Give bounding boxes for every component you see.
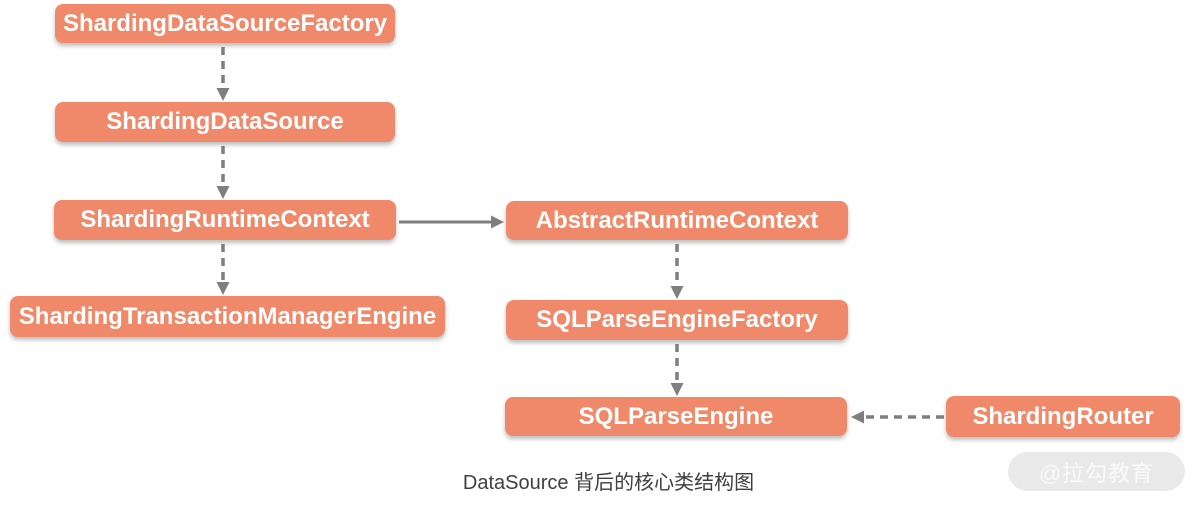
node-label: AbstractRuntimeContext bbox=[535, 206, 819, 234]
node-sharding-transaction-manager-engine: ShardingTransactionManagerEngine bbox=[10, 296, 445, 337]
node-label: ShardingRuntimeContext bbox=[80, 206, 370, 233]
node-label: ShardingDataSource bbox=[106, 108, 344, 135]
edge-runtime-context-to-transaction-engine bbox=[216, 244, 230, 295]
node-label: ShardingRouter bbox=[972, 402, 1154, 430]
watermark-text: @拉勾教育 bbox=[1038, 460, 1155, 486]
arrowhead-down-icon bbox=[670, 383, 684, 396]
edge-factory-to-datasource bbox=[216, 47, 230, 101]
node-abstract-runtime-context: AbstractRuntimeContext bbox=[506, 201, 848, 240]
node-sharding-runtime-context: ShardingRuntimeContext bbox=[54, 200, 396, 240]
node-sharding-router: ShardingRouter bbox=[946, 396, 1180, 437]
node-label: ShardingTransactionManagerEngine bbox=[18, 302, 437, 330]
node-label: SQLParseEngine bbox=[578, 402, 774, 430]
arrowhead-down-icon bbox=[670, 286, 684, 299]
node-sharding-data-source: ShardingDataSource bbox=[55, 102, 395, 142]
edge-datasource-to-runtime-context bbox=[216, 146, 230, 199]
edge-abstract-context-to-parse-factory bbox=[670, 244, 684, 299]
edge-router-to-parse-engine bbox=[851, 410, 944, 424]
arrowhead-right-icon bbox=[491, 215, 504, 229]
node-sql-parse-engine-factory: SQLParseEngineFactory bbox=[506, 300, 848, 340]
edge-runtime-context-to-abstract-context bbox=[399, 215, 504, 229]
arrowhead-down-icon bbox=[216, 282, 230, 295]
node-label: ShardingDataSourceFactory bbox=[62, 9, 388, 37]
arrowhead-down-icon bbox=[216, 88, 230, 101]
edge-parse-factory-to-parse-engine bbox=[670, 344, 684, 396]
node-sharding-data-source-factory: ShardingDataSourceFactory bbox=[55, 4, 395, 43]
arrowhead-down-icon bbox=[216, 186, 230, 199]
node-label: SQLParseEngineFactory bbox=[536, 306, 818, 333]
arrowhead-left-icon bbox=[851, 410, 864, 424]
watermark-badge: @拉勾教育 bbox=[1008, 452, 1185, 491]
diagram-caption: DataSource 背后的核心类结构图 bbox=[462, 472, 755, 494]
node-sql-parse-engine: SQLParseEngine bbox=[505, 397, 847, 436]
